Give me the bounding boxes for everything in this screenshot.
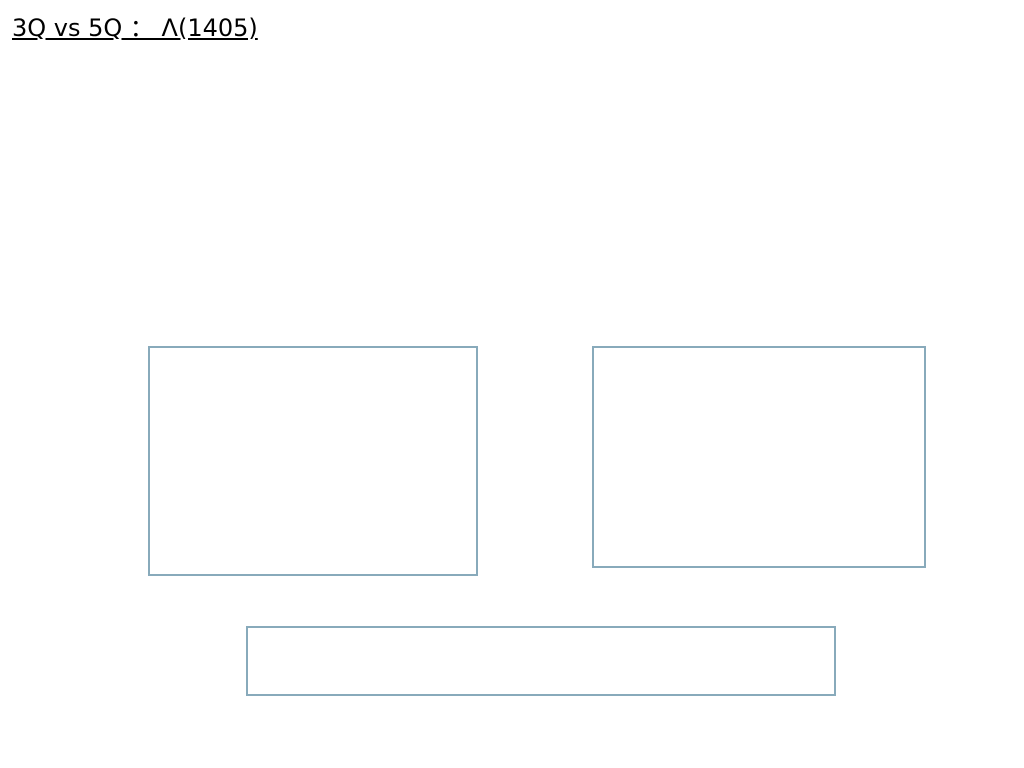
panel-5q — [592, 346, 926, 568]
panel-3q — [148, 346, 478, 576]
summary-box — [246, 626, 836, 696]
slide-title: 3Q vs 5Q ： Λ(1405) — [12, 14, 258, 42]
